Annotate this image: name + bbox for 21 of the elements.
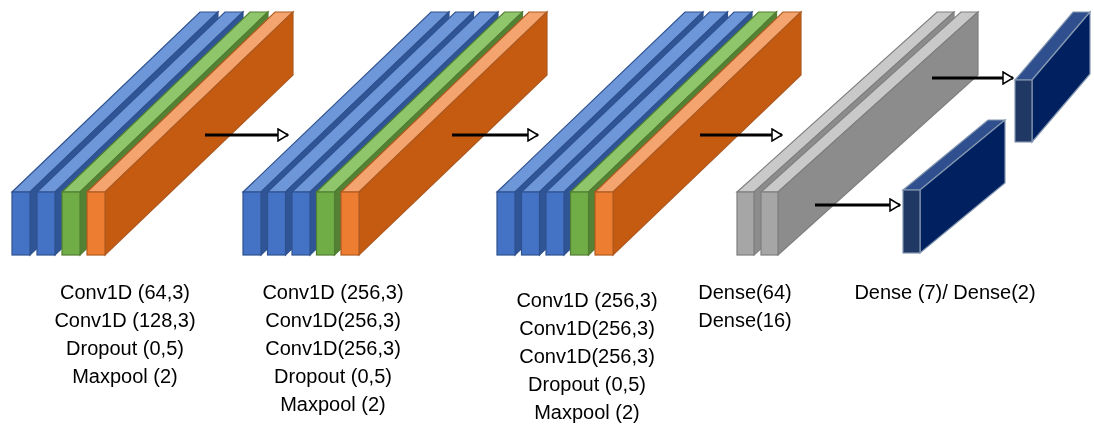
layer-label: Conv1D (256,3) xyxy=(262,280,404,305)
layer-label: Conv1D(256,3) xyxy=(518,344,656,369)
layer-label: Conv1D (256,3) xyxy=(516,288,658,313)
layer-label: Conv1D (128,3) xyxy=(54,308,196,333)
layer-label: Dense(16) xyxy=(698,308,792,333)
layer-label: Dropout (0,5) xyxy=(65,336,185,361)
layer-label: Dropout (0,5) xyxy=(273,364,393,389)
layer-label: Conv1D(256,3) xyxy=(518,316,656,341)
arrow xyxy=(700,128,783,142)
layer-label: Dense (7)/ Dense(2) xyxy=(854,280,1036,305)
arrow xyxy=(932,71,1014,85)
layer-label: Maxpool (2) xyxy=(71,364,179,389)
arrow xyxy=(452,128,539,142)
layer-label: Conv1D (64,3) xyxy=(58,280,192,305)
layer-label: Conv1D(256,3) xyxy=(264,336,402,361)
layer-label: Maxpool (2) xyxy=(533,400,641,425)
arrow xyxy=(205,128,289,142)
layer-label: Dropout (0,5) xyxy=(527,372,647,397)
layer-label: Conv1D(256,3) xyxy=(264,308,402,333)
layer-label: Dense(64) xyxy=(698,280,792,305)
layer-label: Maxpool (2) xyxy=(279,392,387,417)
